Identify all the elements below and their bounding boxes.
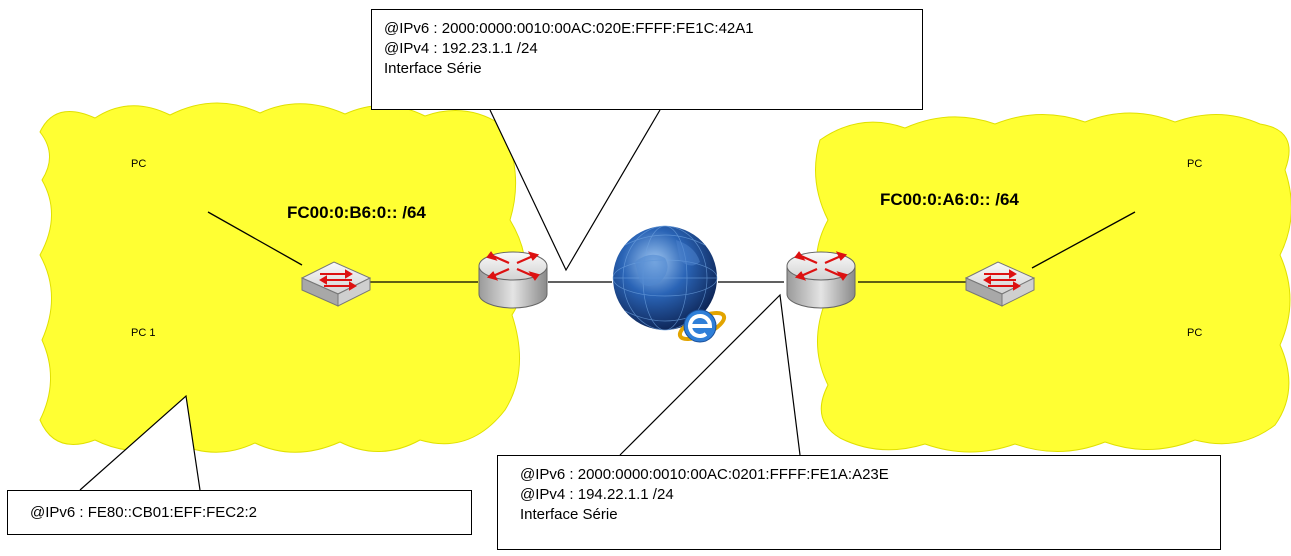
- switch-icon: [964, 261, 1036, 307]
- router-icon: [786, 251, 856, 309]
- callout-top-interface: Interface Série: [384, 60, 482, 77]
- link-pc1-switch: [207, 211, 303, 266]
- callout-top-pointer: [489, 109, 661, 272]
- link-switch-pc-right: [1031, 211, 1136, 269]
- left-pc-bottom-label: PC 1: [131, 327, 156, 339]
- callout-bottom-right: @IPv6 : 2000:0000:0010:00AC:0201:FFFF:FE…: [497, 455, 1221, 550]
- left-lan-prefix: FC00:0:B6:0:: /64: [287, 203, 426, 222]
- callout-top: @IPv6 : 2000:0000:0010:00AC:020E:FFFF:FE…: [371, 9, 923, 110]
- callout-bottom-left-pointer: [79, 394, 201, 491]
- switch-icon: [300, 261, 372, 307]
- internet-globe-icon: [612, 225, 727, 343]
- right-lan-prefix: FC00:0:A6:0:: /64: [880, 190, 1019, 209]
- router-icon: [478, 251, 548, 309]
- callout-bottom-right-ipv4: @IPv4 : 194.22.1.1 /24: [520, 486, 674, 503]
- right-lan-cloud: [815, 112, 1291, 453]
- right-pc-top-label: PC: [1187, 158, 1203, 170]
- right-pc-bottom-label: PC: [1187, 327, 1203, 339]
- left-lan-cloud: [39, 102, 526, 453]
- callout-top-ipv4: @IPv4 : 192.23.1.1 /24: [384, 40, 538, 57]
- callout-bottom-left: @IPv6 : FE80::CB01:EFF:FEC2:2: [7, 490, 472, 535]
- callout-top-ipv6: @IPv6 : 2000:0000:0010:00AC:020E:FFFF:FE…: [384, 20, 754, 37]
- callout-bottom-left-ipv6: @IPv6 : FE80::CB01:EFF:FEC2:2: [30, 504, 257, 521]
- left-pc-top-label: PC: [131, 158, 147, 170]
- callout-bottom-right-interface: Interface Série: [520, 506, 618, 523]
- callout-bottom-right-pointer: [619, 293, 801, 456]
- callout-bottom-right-ipv6: @IPv6 : 2000:0000:0010:00AC:0201:FFFF:FE…: [520, 466, 889, 483]
